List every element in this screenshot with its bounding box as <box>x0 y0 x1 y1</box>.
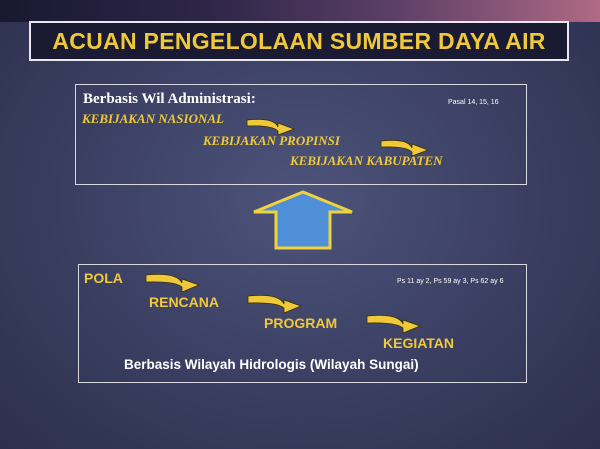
hydro-panel-reference: Ps 11 ay 2, Ps 59 ay 3, Ps 62 ay 6 <box>397 278 504 285</box>
step-program: PROGRAM <box>264 315 338 331</box>
curved-right-arrow-icon <box>380 139 430 157</box>
step-rencana: RENCANA <box>149 294 219 310</box>
step-kebijakan-propinsi: KEBIJAKAN PROPINSI <box>203 133 340 148</box>
curved-right-arrow-icon <box>246 118 296 136</box>
hydro-panel-footer: Berbasis Wilayah Hidrologis (Wilayah Sun… <box>124 357 419 372</box>
step-kebijakan-kabupaten: KEBIJAKAN KABUPATEN <box>290 153 443 168</box>
curved-right-arrow-icon <box>366 314 422 334</box>
title-box: ACUAN PENGELOLAAN SUMBER DAYA AIR <box>29 21 569 61</box>
curved-right-arrow-icon <box>145 273 201 293</box>
up-arrow-icon <box>253 190 353 250</box>
step-kebijakan-nasional: KEBIJAKAN NASIONAL <box>82 111 224 126</box>
admin-panel-heading: Berbasis Wil Administrasi: <box>83 91 256 107</box>
admin-panel-reference: Pasal 14, 15, 16 <box>448 99 499 106</box>
admin-basis-panel <box>75 84 527 185</box>
slide-title: ACUAN PENGELOLAAN SUMBER DAYA AIR <box>52 27 546 54</box>
hydro-basis-panel <box>78 264 527 383</box>
step-pola: POLA <box>84 270 123 286</box>
top-decorative-band <box>0 0 600 22</box>
curved-right-arrow-icon <box>247 294 303 314</box>
step-kegiatan: KEGIATAN <box>383 335 455 351</box>
